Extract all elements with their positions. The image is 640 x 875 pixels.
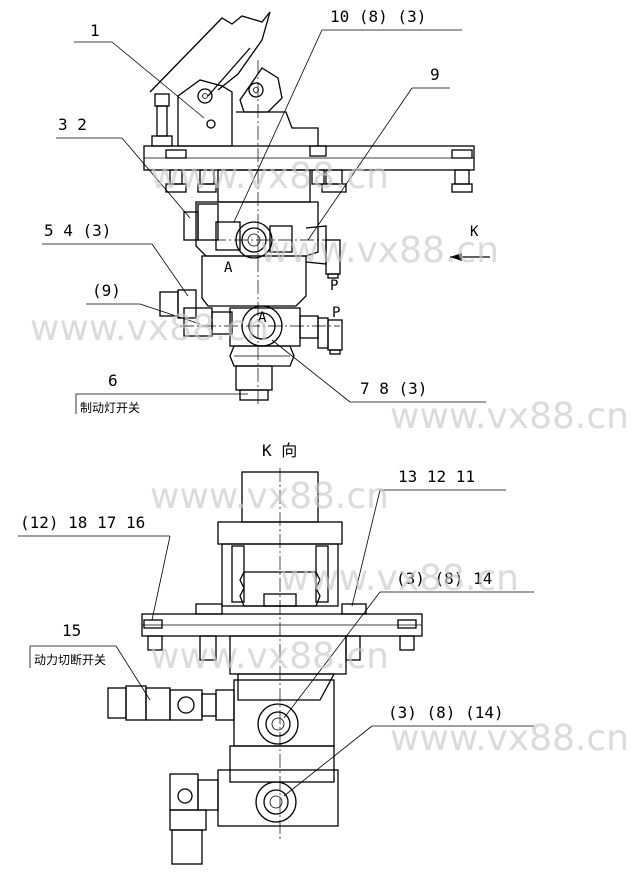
- callout-12-18-17-16: (12) 18 17 16: [20, 513, 145, 532]
- callout-9-paren: (9): [92, 281, 121, 300]
- callout-13-12-11: 13 12 11: [398, 467, 475, 486]
- watermark-6: www.vx88.cn: [280, 558, 519, 599]
- port-p-lower: P: [332, 305, 340, 321]
- callout-9: 9: [430, 65, 440, 84]
- k-direction-arrow: K: [450, 224, 490, 261]
- watermark-1: www.vx88.cn: [150, 156, 389, 197]
- callout-3-2: 3 2: [58, 115, 87, 134]
- pedal-bracket: [177, 79, 233, 147]
- top-view-callouts: 1 10 (8) (3) 9 3 2 5 4 (3) (9) 6 制动灯开关 7…: [42, 7, 486, 415]
- watermark-2: www.vx88.cn: [260, 230, 499, 271]
- watermarks: www.vx88.cn www.vx88.cn www.vx88.cn www.…: [30, 156, 629, 759]
- top-view: [143, 11, 475, 404]
- port-p-upper: P: [330, 278, 338, 294]
- valve-middle-body: [201, 255, 307, 307]
- k-view-callouts: 13 12 11 (12) 18 17 16 (3) (8) 14 15 动力切…: [18, 467, 534, 797]
- callout-5-4-3: 5 4 (3): [44, 221, 111, 240]
- arrow-k-label: K: [470, 224, 479, 240]
- k-view: [107, 468, 423, 865]
- callout-3-8-14-upper: (3) (8) 14: [396, 569, 492, 588]
- roller-lever: [239, 67, 283, 113]
- callout-1: 1: [90, 21, 100, 40]
- watermark-8: www.vx88.cn: [390, 718, 629, 759]
- callout-7-8-3: 7 8 (3): [360, 379, 427, 398]
- pedal-arm: [149, 11, 271, 93]
- power-cutoff-switch-label: 动力切断开关: [34, 652, 106, 667]
- brake-light-switch-label: 制动灯开关: [80, 401, 140, 415]
- callout-10-8-3: 10 (8) (3): [330, 7, 426, 26]
- port-a-lower: A: [258, 310, 267, 326]
- callout-6: 6: [108, 371, 118, 390]
- port-a-upper: A: [224, 260, 233, 276]
- watermark-5: www.vx88.cn: [150, 476, 389, 517]
- watermark-7: www.vx88.cn: [150, 636, 389, 677]
- watermark-3: www.vx88.cn: [30, 308, 269, 349]
- watermark-4: www.vx88.cn: [390, 396, 629, 437]
- k-view-title: K 向: [262, 441, 297, 460]
- callout-3-8-14-lower: (3) (8) (14): [388, 703, 504, 722]
- callout-15: 15: [62, 621, 81, 640]
